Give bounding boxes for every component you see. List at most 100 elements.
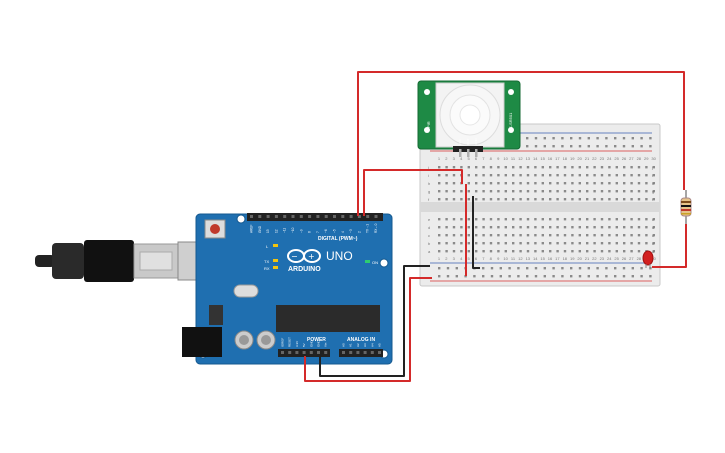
column-number: 14 — [533, 256, 538, 261]
rail-hole — [614, 145, 617, 148]
breadboard-hole — [438, 174, 441, 177]
rail-hole — [526, 267, 529, 270]
breadboard-hole — [534, 174, 537, 177]
breadboard-hole — [489, 226, 493, 229]
breadboard-hole — [452, 242, 456, 245]
rail-hole — [517, 267, 520, 270]
breadboard-hole — [600, 234, 604, 237]
column-number: 17 — [555, 156, 560, 161]
breadboard-hole — [652, 190, 655, 193]
breadboard-hole — [467, 182, 470, 185]
breadboard-hole — [519, 190, 522, 193]
row-letter: a — [428, 249, 431, 254]
column-number: 4 — [460, 156, 463, 161]
breadboard-hole — [645, 182, 648, 185]
breadboard-hole — [526, 166, 530, 169]
rail-hole — [499, 275, 502, 278]
header-pin — [333, 215, 336, 218]
breadboard-hole — [504, 198, 507, 201]
rail-hole — [605, 275, 608, 278]
breadboard-hole — [519, 250, 522, 253]
rx-led-label: RX — [264, 266, 270, 271]
rail-hole — [631, 145, 634, 148]
power-pin-label: GND — [309, 340, 313, 348]
breadboard-hole — [556, 198, 559, 201]
breadboard-hole — [645, 190, 648, 193]
breadboard-hole — [512, 218, 515, 221]
breadboard-hole — [475, 198, 478, 201]
rail-hole — [622, 137, 626, 140]
breadboard-hole — [497, 226, 500, 229]
digital-header-label: DIGITAL (PWM~) — [318, 236, 358, 242]
column-number: 3 — [453, 256, 456, 261]
row-letter: h — [428, 181, 430, 186]
column-number: 1 — [438, 256, 441, 261]
column-number: 2 — [445, 156, 448, 161]
column-number: 7 — [482, 156, 485, 161]
header-pin — [378, 351, 381, 354]
breadboard-hole — [519, 166, 522, 169]
breadboard-hole — [467, 234, 470, 237]
power-pin-label: IOREF — [281, 338, 285, 347]
column-number: 30 — [651, 156, 656, 161]
column-number: 26 — [622, 256, 627, 261]
breadboard-hole — [593, 182, 596, 185]
row-letter: g — [652, 189, 654, 194]
column-number: 9 — [497, 156, 500, 161]
breadboard-hole — [460, 250, 463, 253]
breadboard-hole — [482, 234, 485, 237]
column-number: 25 — [614, 156, 619, 161]
breadboard-hole — [571, 242, 574, 245]
breadboard-hole — [475, 242, 478, 245]
rail-hole — [526, 137, 529, 140]
breadboard-hole — [534, 182, 537, 185]
breadboard-hole — [452, 198, 456, 201]
breadboard-hole — [578, 234, 581, 237]
breadboard-hole — [445, 190, 448, 193]
breadboard-hole — [452, 218, 456, 221]
breadboard-hole — [445, 166, 448, 169]
breadboard-hole — [512, 242, 515, 245]
breadboard-hole — [637, 242, 641, 245]
breadboard-hole — [637, 166, 641, 169]
breadboard-hole — [615, 174, 618, 177]
breadboard-hole — [623, 250, 626, 253]
rail-hole — [640, 267, 643, 270]
breadboard-hole — [497, 198, 500, 201]
breadboard-hole — [623, 198, 626, 201]
rail-hole — [534, 145, 538, 148]
breadboard-hole — [475, 218, 478, 221]
column-number: 23 — [600, 156, 605, 161]
svg-text:+: + — [308, 252, 315, 261]
breadboard-hole — [445, 182, 448, 185]
rail-hole — [464, 275, 467, 278]
breadboard-hole — [549, 250, 552, 253]
breadboard-hole — [600, 174, 604, 177]
breadboard-hole — [615, 234, 618, 237]
row-letter: j — [427, 165, 429, 170]
pir-pin — [459, 149, 462, 157]
power-pin-label: Vin — [324, 342, 328, 347]
digital-pin-label: 7 — [316, 231, 320, 233]
row-letter: b — [652, 241, 655, 246]
rail-hole — [631, 267, 634, 270]
breadboard-hole — [526, 174, 530, 177]
breadboard-hole — [452, 190, 456, 193]
breadboard-hole — [652, 182, 655, 185]
rail-hole — [596, 145, 599, 148]
breadboard-hole — [615, 182, 618, 185]
header-pin — [299, 215, 303, 218]
breadboard-hole — [460, 226, 463, 229]
rail-hole — [455, 275, 458, 278]
rail-hole — [614, 267, 617, 270]
breadboard-hole — [541, 218, 544, 221]
breadboard-hole — [593, 198, 596, 201]
breadboard-hole — [593, 250, 596, 253]
rail-hole — [561, 267, 564, 270]
row-letter: d — [652, 225, 654, 230]
breadboard-hole — [482, 226, 485, 229]
breadboard-hole — [600, 182, 604, 185]
wire-pin-to-pir-out — [363, 169, 463, 216]
breadboard-hole — [571, 234, 574, 237]
column-number: 8 — [490, 256, 493, 261]
